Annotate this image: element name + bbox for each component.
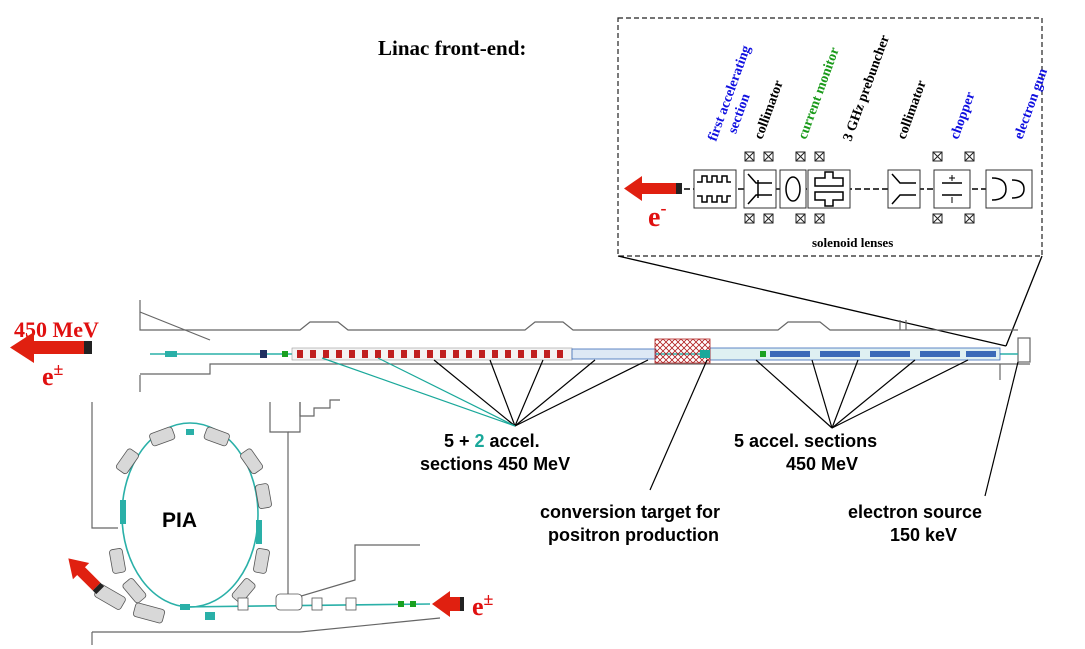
zoom-line-left	[617, 255, 1007, 347]
linac-tunnel	[139, 300, 1031, 392]
electron-source-label: electron source	[848, 502, 982, 522]
solenoid-lens-icon	[932, 151, 943, 162]
conversion-target-core	[700, 350, 710, 358]
solenoid-lens-icon	[795, 213, 806, 224]
solenoid-lens-icon	[795, 151, 806, 162]
label-chopper: chopper	[948, 90, 979, 141]
frontend-box	[617, 17, 1043, 257]
beam-in-particle: e±	[472, 589, 494, 621]
collimator-icon	[743, 169, 777, 209]
red-accelerating-sections	[291, 347, 573, 361]
solenoid-lens-icon	[744, 151, 755, 162]
solenoid-lens-icon	[763, 213, 774, 224]
conversion-target-label: conversion target for	[540, 502, 720, 522]
solenoid-lens-icon	[932, 213, 943, 224]
solenoid-lens-icon	[814, 213, 825, 224]
label-electron-gun: electron gun	[1012, 66, 1051, 141]
accel-left-label-line2: sections 450 MeV	[420, 454, 570, 474]
label-collimator-2: collimator	[895, 79, 930, 142]
current-monitor-icon	[779, 169, 807, 209]
extraction-arrow-icon	[68, 558, 105, 595]
solenoid-lens-icon	[763, 151, 774, 162]
solenoid-lenses-label: solenoid lenses	[812, 235, 893, 250]
zoom-line-right	[1005, 255, 1043, 347]
beam-out-particle: e±	[42, 359, 64, 391]
accel-left-label: 5 + 2 accel.	[444, 431, 540, 451]
solenoid-lens-icon	[964, 213, 975, 224]
solenoid-lens-icon	[964, 151, 975, 162]
pointer-lines	[433, 359, 1019, 497]
conversion-target-label-line2: positron production	[548, 525, 719, 545]
chopper-icon	[933, 169, 971, 209]
accel-right-label-line2: 450 MeV	[786, 454, 858, 474]
beam-in-arrow-icon	[432, 591, 464, 617]
beam-out-arrow-icon	[10, 332, 92, 363]
pointer-lines-green	[321, 357, 516, 427]
solenoid-lens-icon	[744, 213, 755, 224]
frontend-particle: e-	[648, 198, 666, 233]
pia-ring-label: PIA	[162, 509, 197, 532]
collimator-icon	[887, 169, 921, 209]
label-collimator-1: collimator	[752, 79, 787, 142]
label-current-monitor: current monitor	[796, 45, 843, 141]
accel-right-label: 5 accel. sections	[734, 431, 877, 451]
electron-gun-icon	[985, 169, 1033, 209]
accelerating-section-icon	[693, 169, 737, 209]
frontend-arrow	[624, 176, 682, 201]
frontend-component-labels: first accelerating section collimator cu…	[706, 33, 1051, 143]
solenoid-lens-markers	[744, 151, 975, 224]
upstream-elements	[165, 350, 288, 358]
prebuncher-icon	[807, 169, 851, 209]
label-prebuncher: 3 GHz prebuncher	[841, 33, 893, 143]
injection-line	[179, 593, 431, 620]
blue-accelerating-sections	[571, 347, 1001, 361]
pia-ring	[94, 422, 272, 624]
frontend-title: Linac front-end:	[378, 36, 526, 60]
solenoid-lens-icon	[814, 151, 825, 162]
electron-source-label-line2: 150 keV	[890, 525, 957, 545]
